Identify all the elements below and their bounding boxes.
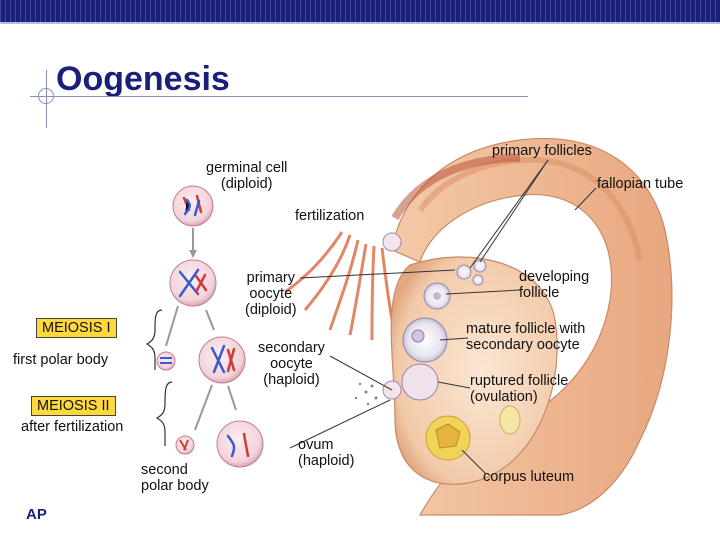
primary-oocyte-cell xyxy=(169,259,217,307)
footer-text: AP xyxy=(26,506,47,523)
label-second-polar-body: second polar body xyxy=(141,462,209,494)
label-fallopian-tube: fallopian tube xyxy=(597,176,684,192)
label-primary-follicles: primary follicles xyxy=(492,143,592,159)
label-germinal-cell: germinal cell (diploid) xyxy=(206,160,288,192)
leader-lines xyxy=(289,159,597,475)
corpus-albicans xyxy=(499,405,521,435)
badge-meiosis-1: MEIOSIS I xyxy=(36,318,117,338)
first-polar-body-cell xyxy=(156,351,176,371)
label-developing-follicle: developing follicle xyxy=(519,269,590,301)
label-primary-oocyte: primary oocyte (diploid) xyxy=(245,270,297,318)
ruptured-follicle-cell xyxy=(401,363,439,401)
fallopian-tube-shape xyxy=(391,137,673,516)
egg-in-tube xyxy=(382,232,402,252)
primary-follicle xyxy=(456,264,472,280)
label-after-fertilization: after fertilization xyxy=(21,419,124,435)
secondary-oocyte-cell xyxy=(198,336,246,384)
ovum-cell xyxy=(216,420,264,468)
label-mature-follicle: mature follicle with secondary oocyte xyxy=(466,321,586,353)
meiosis-1-bracket xyxy=(145,309,163,370)
label-ruptured-follicle: ruptured follicle (ovulation) xyxy=(470,373,569,405)
label-secondary-oocyte: secondary oocyte (haploid) xyxy=(258,340,325,388)
label-fertilization: fertilization xyxy=(295,208,365,224)
second-polar-body-cell xyxy=(175,435,195,455)
germinal-cell xyxy=(172,185,214,227)
label-first-polar-body: first polar body xyxy=(13,352,109,368)
meiosis-2-bracket xyxy=(155,381,173,446)
slide-title: Oogenesis xyxy=(56,60,230,98)
primary-follicle xyxy=(473,259,487,273)
top-banner-line xyxy=(0,22,720,24)
fallopian-tube-inner xyxy=(417,156,643,261)
ovulation-spray xyxy=(354,382,378,406)
tube-lumen xyxy=(391,154,521,221)
title-rule xyxy=(30,96,528,97)
crosshair-ornament xyxy=(38,88,54,104)
label-corpus-luteum: corpus luteum xyxy=(483,469,575,485)
badge-meiosis-2: MEIOSIS II xyxy=(31,396,116,416)
label-ovum: ovum (haploid) xyxy=(298,437,355,469)
fimbriae xyxy=(284,231,397,341)
top-banner xyxy=(0,0,720,22)
primary-follicle xyxy=(472,274,484,286)
